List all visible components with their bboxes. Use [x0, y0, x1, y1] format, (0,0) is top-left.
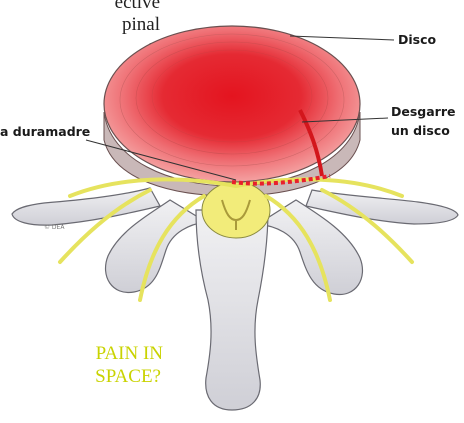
label-duramadre: a duramadre [0, 124, 90, 139]
intervertebral-disc [104, 26, 360, 196]
label-desgarre: Desgarre [391, 104, 455, 119]
label-disco: Disco [398, 32, 436, 47]
label-un-disco: un disco [391, 123, 450, 138]
spinal-cord [202, 182, 270, 238]
caption-line-1: PAIN IN [96, 343, 163, 365]
copyright-mark: © DEA [44, 224, 64, 231]
caption-line-2: SPACE? [95, 366, 161, 388]
